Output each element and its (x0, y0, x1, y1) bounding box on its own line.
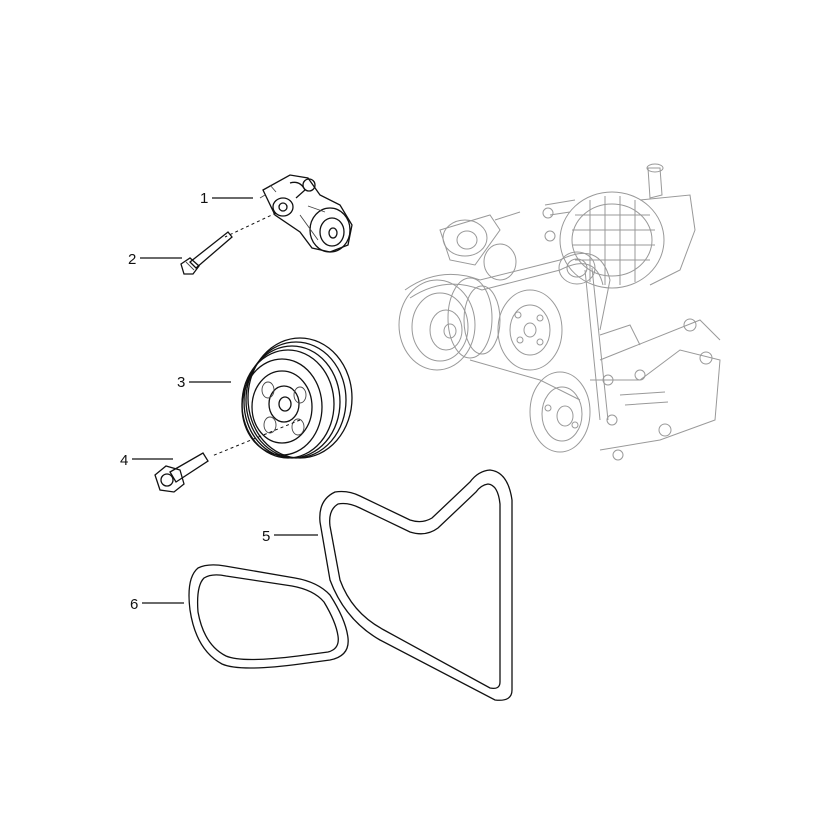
tensioner-bolt-part (180, 231, 233, 275)
callout-number: 4 (120, 452, 128, 469)
callout-5: 5 (262, 528, 318, 545)
callout-number: 6 (130, 596, 138, 613)
callout-3: 3 (177, 374, 231, 391)
serpentine-belt-large-part (319, 469, 513, 701)
callout-number: 2 (128, 251, 136, 268)
pulley-bolt-alignment-line (211, 419, 301, 457)
belt-tensioner-part (259, 174, 353, 253)
callout-6: 6 (130, 596, 184, 613)
tensioner-bolt-alignment-line (224, 212, 277, 238)
callout-number: 3 (177, 374, 185, 391)
crankshaft-pulley-part (241, 337, 353, 459)
callout-4: 4 (120, 452, 173, 469)
serpentine-belt-small-part (188, 564, 349, 669)
callout-number: 5 (262, 528, 270, 545)
callout-number: 1 (200, 190, 208, 207)
pulley-bolt-part (154, 452, 209, 493)
callout-2: 2 (128, 251, 182, 268)
engine-assembly-illustration (398, 163, 721, 461)
callout-1: 1 (200, 190, 253, 207)
